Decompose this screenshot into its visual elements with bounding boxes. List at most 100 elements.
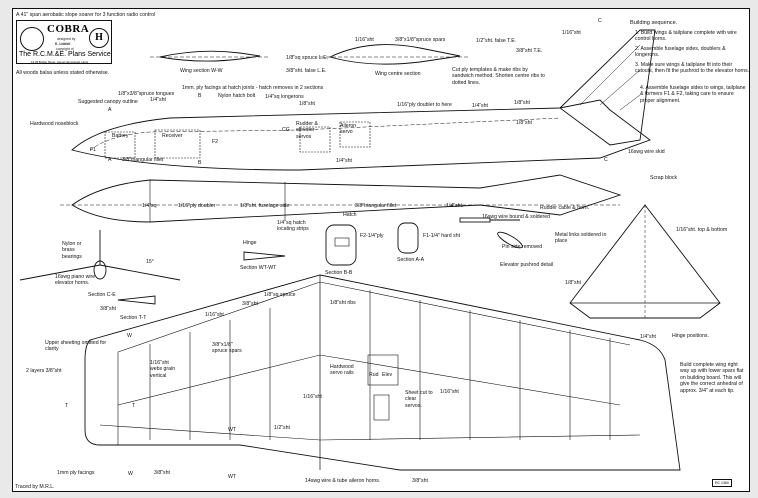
label: F2 — [212, 139, 219, 145]
label: 3/8"sht T.E. — [516, 48, 543, 54]
label: Elevator pushrod detail — [500, 262, 554, 268]
label: 1/4"sht — [472, 103, 488, 109]
section-aa — [397, 222, 419, 254]
label: Section C-E — [88, 292, 116, 298]
label: 1/16"ply doubler — [178, 203, 216, 209]
label: A — [108, 107, 112, 113]
label: Scrap block — [650, 175, 678, 181]
label: 1/8"sht — [565, 280, 581, 286]
label: Cut ply templates & make ribs by sandwic… — [452, 67, 545, 86]
label: C — [604, 157, 608, 163]
label: Elev — [382, 372, 393, 378]
label: 1/16"sht webs grain vertical — [150, 360, 176, 379]
label: 16swg piano wire elevator horns. — [55, 274, 96, 287]
label: Aileron servo — [340, 123, 357, 136]
building-step-3: 3. Make sure wings & tailplane fit into … — [635, 62, 750, 75]
label: W — [127, 333, 132, 339]
label: Section T-T — [120, 315, 147, 321]
label: WT — [228, 427, 237, 433]
label: T — [132, 403, 136, 409]
label: F2-1/4"ply — [360, 233, 384, 239]
label: CG — [282, 127, 290, 133]
label: 1/2"sht. false T.E. — [476, 38, 517, 44]
label: Receiver — [162, 133, 183, 139]
wing-plan — [84, 274, 681, 471]
section-tt — [117, 295, 156, 305]
label: Hatch — [343, 212, 357, 218]
label: 1/2"sht — [274, 425, 290, 431]
label: Battery — [112, 133, 129, 139]
building-step-2: 2. Assemble fuselage sides, doublers & l… — [635, 46, 726, 59]
label: 1/16"sht — [303, 394, 322, 400]
plan-category-mark: H — [89, 28, 109, 48]
label: Nylon hatch bolt — [218, 93, 256, 99]
section-ce — [19, 230, 181, 281]
building-step-1: 1. Build wings & tailplane complete with… — [635, 30, 737, 43]
label: 1/16"sht — [562, 30, 581, 36]
label: 3/8"x1/8"spruce spars — [395, 37, 446, 43]
label: Rudder & elevator servos — [296, 121, 318, 140]
plan-sheet — [12, 8, 750, 492]
label: 1mm. ply facings at hatch joints - hatch… — [182, 85, 324, 91]
label: Suggested canopy outline — [78, 99, 138, 105]
label: Rudder cable & horn. — [540, 205, 590, 211]
designer-name: K. Liddell — [55, 42, 71, 46]
label: Rud — [369, 372, 379, 378]
label: 1/16"ply doubler to here — [397, 102, 452, 108]
label: 1/4"sht — [150, 97, 166, 103]
building-sequence-title: Building sequence. — [630, 20, 678, 26]
label: C — [598, 18, 602, 24]
label: B — [198, 160, 202, 166]
label: B — [198, 93, 202, 99]
label: Metal links soldered in place — [555, 232, 607, 245]
label: 15° — [146, 259, 154, 265]
label: 1/8"sq spruce — [264, 292, 296, 298]
label: 3/8"sht — [100, 306, 116, 312]
label: Section WT-WT — [240, 265, 277, 271]
fuselage-plan-view — [71, 174, 622, 223]
label: 3/8"triangular fillet — [122, 157, 164, 163]
wing-build-note: Build complete wing right way up with lo… — [680, 362, 744, 394]
wing-centre-section — [328, 44, 461, 65]
plan-subtitle: A 41" span aerobatic slope soarer for 3 … — [16, 12, 156, 18]
woods-note: All woods balsa unless stated otherwise. — [16, 70, 110, 76]
label: 16swg wire bound & soldered — [482, 214, 551, 220]
label: Nylon or brass bearings — [62, 241, 82, 260]
label: WT — [228, 474, 237, 480]
label: 3/8"sht — [242, 301, 258, 307]
rcme-logo-icon — [20, 27, 44, 51]
label: Section A-A — [397, 257, 425, 263]
label: 1/8"sht ribs — [330, 300, 356, 306]
title-block: COBRA designed by K. Liddell copyright o… — [16, 20, 112, 64]
label: Wing section W-W — [180, 68, 223, 74]
label: Pin side removed — [502, 244, 543, 250]
label: Sheet cut to clear servos. — [405, 390, 433, 409]
pushrod-detail — [459, 217, 523, 249]
label: Hardwood servo rails — [330, 364, 354, 377]
label: A — [108, 157, 112, 163]
label: 16swg wire skid — [628, 149, 665, 155]
section-bb — [325, 224, 357, 266]
label: 3/8"sht — [154, 470, 170, 476]
traced-by: Traced by M.R.L. — [15, 484, 55, 490]
label: 1/8"sht — [299, 101, 315, 107]
label: Hinge — [243, 240, 257, 246]
fin — [559, 29, 656, 146]
tailplane — [569, 204, 721, 319]
label: W — [128, 471, 133, 477]
label: 1/4"sq — [142, 203, 157, 209]
label: 2 layers 3/8"sht — [26, 368, 62, 374]
label: 1/8"x3/8"spruce tongues — [118, 91, 175, 97]
label: 1/8"sht — [514, 100, 530, 106]
label: 1/4"sq longerons — [265, 94, 304, 100]
label: F1-1/4" hard sht — [423, 233, 461, 239]
label: 1/8"sq spruce L.E. — [286, 55, 329, 61]
model-name: COBRA — [47, 23, 90, 35]
label: 3/8"sht — [412, 478, 428, 484]
designed-by-label: designed by — [57, 37, 76, 41]
label: Hardwood noseblock — [30, 121, 79, 127]
label: 1/16"sht — [205, 312, 224, 318]
label: 1/4"sq hatch locating strips — [277, 220, 309, 233]
wing-section-ww — [159, 50, 261, 62]
